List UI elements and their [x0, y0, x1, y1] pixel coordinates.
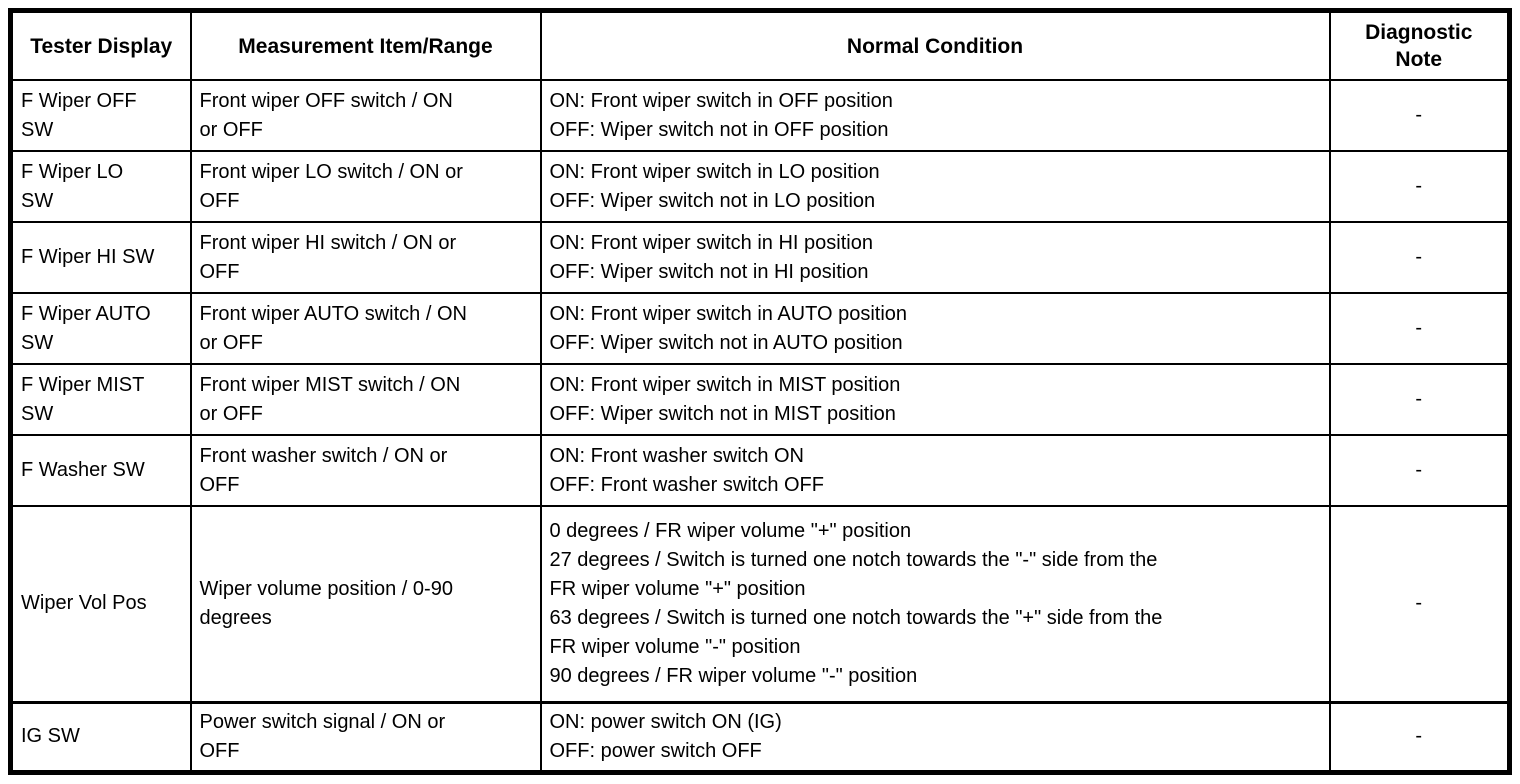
normal-condition-cell: ON: Front wiper switch in OFF position O…	[539, 79, 1331, 152]
tester-display-cell: F Wiper OFF SW	[9, 79, 192, 152]
tester-data-list-table: Tester Display Measurement Item/Range No…	[8, 8, 1512, 775]
col-header-tester-display: Tester Display	[9, 9, 192, 81]
diagnostic-note-cell: -	[1328, 363, 1511, 436]
tester-display-cell: F Wiper AUTO SW	[9, 292, 192, 365]
measurement-cell: Front wiper MIST switch / ON or OFF	[189, 363, 542, 436]
table-header-row: Tester Display Measurement Item/Range No…	[9, 9, 1511, 81]
diagnostic-note-cell: -	[1328, 505, 1511, 703]
measurement-cell: Front wiper AUTO switch / ON or OFF	[189, 292, 542, 365]
tester-display-cell: F Wiper MIST SW	[9, 363, 192, 436]
diagnostic-note-cell: -	[1328, 700, 1511, 773]
measurement-cell: Wiper volume position / 0-90 degrees	[189, 505, 542, 703]
diagnostic-note-cell: -	[1328, 434, 1511, 507]
col-header-normal-condition: Normal Condition	[539, 9, 1331, 81]
table-row: F Washer SW Front washer switch / ON or …	[9, 434, 1511, 507]
tester-display-cell: IG SW	[9, 700, 192, 773]
tester-display-cell: F Wiper HI SW	[9, 221, 192, 294]
table-row: F Wiper LO SW Front wiper LO switch / ON…	[9, 150, 1511, 223]
col-header-diagnostic-note: Diagnostic Note	[1328, 9, 1511, 81]
tester-display-cell: F Wiper LO SW	[9, 150, 192, 223]
measurement-cell: Front wiper OFF switch / ON or OFF	[189, 79, 542, 152]
measurement-cell: Front wiper HI switch / ON or OFF	[189, 221, 542, 294]
tester-display-cell: Wiper Vol Pos	[9, 505, 192, 703]
normal-condition-cell: ON: Front washer switch ON OFF: Front wa…	[539, 434, 1331, 507]
table-row: F Wiper OFF SW Front wiper OFF switch / …	[9, 79, 1511, 152]
table-row: Wiper Vol Pos Wiper volume position / 0-…	[9, 505, 1511, 703]
normal-condition-cell: 0 degrees / FR wiper volume "+" position…	[539, 505, 1331, 703]
measurement-cell: Front wiper LO switch / ON or OFF	[189, 150, 542, 223]
table-row: IG SW Power switch signal / ON or OFF ON…	[9, 700, 1511, 773]
measurement-cell: Power switch signal / ON or OFF	[189, 700, 542, 773]
diagnostic-note-cell: -	[1328, 292, 1511, 365]
normal-condition-cell: ON: Front wiper switch in MIST position …	[539, 363, 1331, 436]
diagnostic-note-cell: -	[1328, 221, 1511, 294]
diagnostic-note-cell: -	[1328, 79, 1511, 152]
table-row: F Wiper HI SW Front wiper HI switch / ON…	[9, 221, 1511, 294]
normal-condition-cell: ON: power switch ON (IG) OFF: power swit…	[539, 700, 1331, 773]
table-row: F Wiper MIST SW Front wiper MIST switch …	[9, 363, 1511, 436]
tester-display-cell: F Washer SW	[9, 434, 192, 507]
measurement-cell: Front washer switch / ON or OFF	[189, 434, 542, 507]
diagnostic-note-cell: -	[1328, 150, 1511, 223]
normal-condition-cell: ON: Front wiper switch in HI position OF…	[539, 221, 1331, 294]
col-header-measurement-item-range: Measurement Item/Range	[189, 9, 542, 81]
table-row: F Wiper AUTO SW Front wiper AUTO switch …	[9, 292, 1511, 365]
normal-condition-cell: ON: Front wiper switch in LO position OF…	[539, 150, 1331, 223]
normal-condition-cell: ON: Front wiper switch in AUTO position …	[539, 292, 1331, 365]
